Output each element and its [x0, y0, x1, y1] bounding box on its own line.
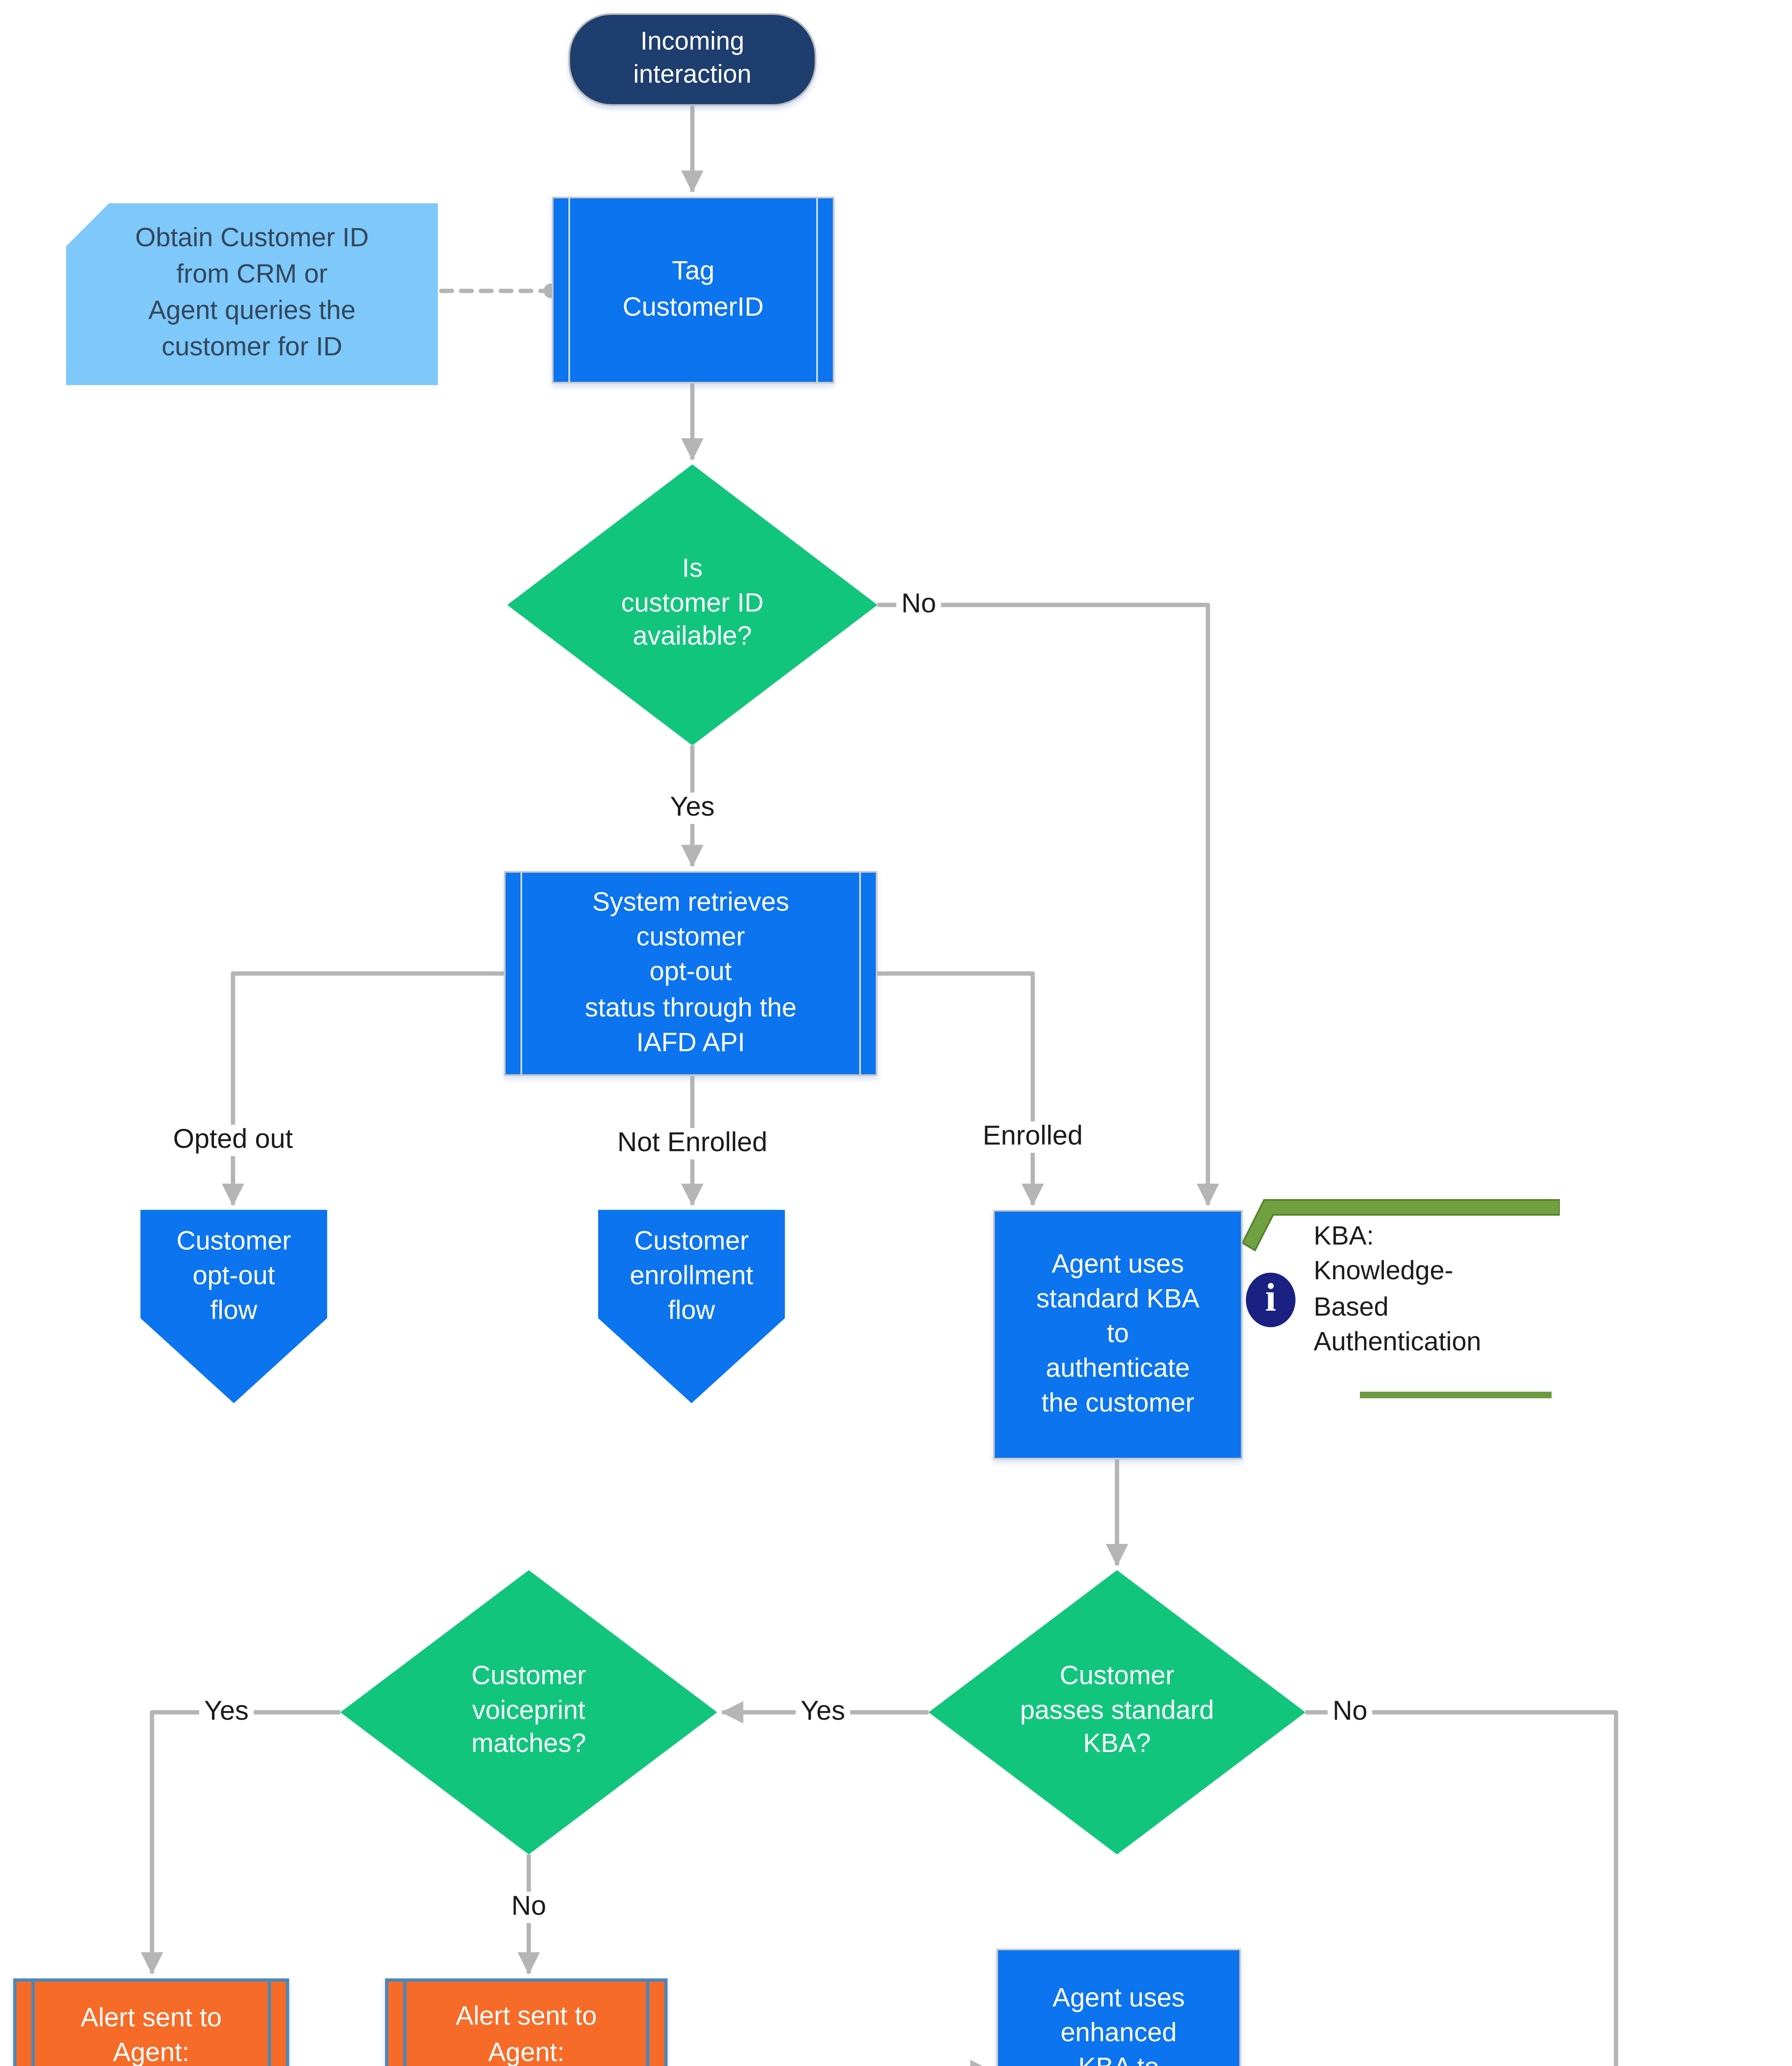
annotation-kba-definition-label: KBA: Knowledge- Based Authentication [1314, 1223, 1481, 1358]
connector-no1 [877, 602, 1219, 1206]
edge-label-yes-available: Yes [665, 793, 720, 824]
process-tag-customerid-label: Tag CustomerID [623, 258, 764, 321]
note-obtain-customer-id: Obtain Customer ID from CRM or Agent que… [66, 203, 438, 385]
process-tag-customerid: Tag CustomerID [552, 197, 834, 383]
edge-label-yes-voiceprint: Yes [199, 1697, 254, 1728]
decision-customer-passes-standard-kba-label: Customer passes standard KBA? [1020, 1662, 1214, 1759]
edge-label-not-enrolled: Not Enrolled [612, 1128, 772, 1159]
connector-enrolled [877, 971, 1044, 1206]
edge-label-no-available: No [896, 589, 941, 621]
decision-is-customer-id-available-label: Is customer ID available? [621, 555, 764, 652]
process-system-retrieves-optout-status-label: System retrieves customer opt-out status… [585, 889, 797, 1057]
annotation-underline [1360, 1392, 1552, 1397]
process-agent-uses-enhanced-kba-label: Agent uses enhanced KBA to authenticate … [1052, 1985, 1185, 2066]
connector-yes-voice [140, 1710, 340, 1975]
decision-customer-voiceprint-matches-label: Customer voiceprint matches? [471, 1662, 586, 1759]
connector-no-std [1305, 1710, 1619, 2066]
annotation-kba-definition: i KBA: Knowledge- Based Authentication [1243, 1197, 1560, 1415]
process-agent-uses-standard-kba-label: Agent uses standard KBA to authenticate … [1036, 1250, 1200, 1419]
process-alert-customer-not-verified: Alert sent to Agent: “Customer Not Verif… [385, 1978, 668, 2066]
process-alert-customer-not-verified-label: Alert sent to Agent: “Customer Not Verif… [456, 2003, 597, 2066]
process-system-retrieves-optout-status: System retrieves customer opt-out status… [504, 871, 877, 1076]
annotation-ribbon [1243, 1199, 1560, 1252]
edge-label-opted-out: Opted out [168, 1125, 298, 1156]
connector-opted-out [221, 971, 504, 1206]
edge-label-enrolled: Enrolled [977, 1121, 1088, 1153]
edge-label-yes-standard: Yes [796, 1697, 850, 1728]
edge-label-no-voiceprint: No [506, 1892, 551, 1923]
offpage-customer-optout-flow: Customer opt-out flow [140, 1210, 327, 1403]
process-alert-customer-verified-label: Alert sent to Agent: “Customer Verified” [81, 2004, 222, 2066]
info-icon: i [1246, 1273, 1295, 1327]
process-agent-uses-enhanced-kba: Agent uses enhanced KBA to authenticate … [996, 1949, 1241, 2066]
process-agent-uses-standard-kba: Agent uses standard KBA to authenticate … [993, 1210, 1243, 1459]
offpage-customer-enrollment-flow-label: Customer enrollment flow [630, 1228, 753, 1326]
terminator-incoming-interaction-label: Incoming interaction [633, 28, 751, 89]
terminator-incoming-interaction: Incoming interaction [568, 13, 816, 106]
note-obtain-customer-id-label: Obtain Customer ID from CRM or Agent que… [135, 224, 369, 362]
offpage-customer-optout-flow-label: Customer opt-out flow [176, 1228, 291, 1326]
edge-label-no-standard: No [1327, 1697, 1373, 1728]
process-alert-customer-verified: Alert sent to Agent: “Customer Verified” [13, 1978, 289, 2066]
